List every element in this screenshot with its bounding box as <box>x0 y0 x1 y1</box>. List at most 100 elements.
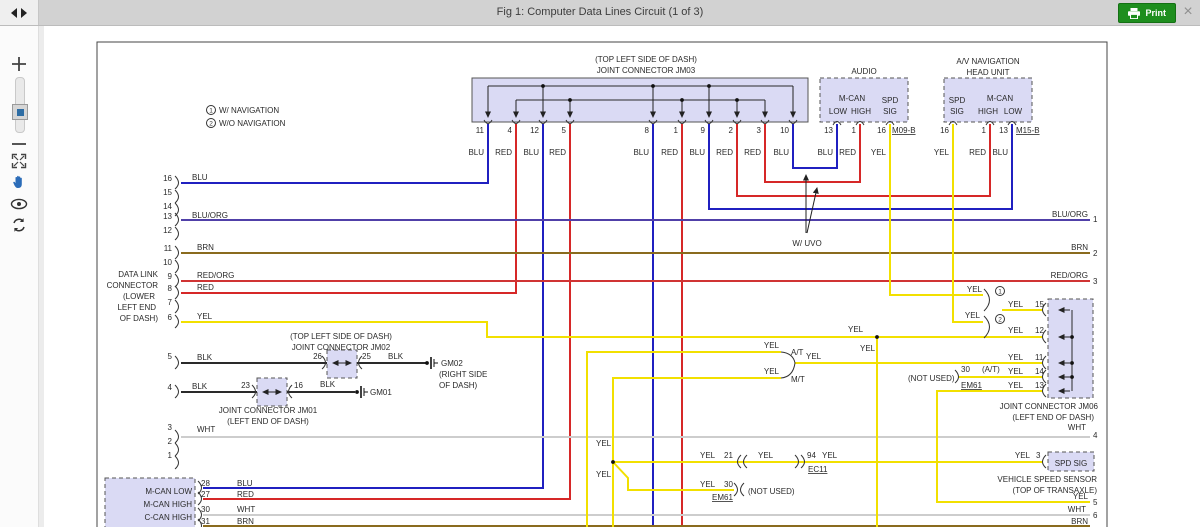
diagram-label: HIGH <box>978 107 998 116</box>
diagram-label: 16 <box>163 174 172 183</box>
option-bracket <box>983 315 990 339</box>
junction-dot <box>1070 361 1074 365</box>
pin-bracket <box>1042 329 1047 344</box>
diagram-label: BLU <box>237 479 253 488</box>
pin-bracket <box>985 121 995 126</box>
pin-bracket <box>174 245 179 260</box>
pin-bracket <box>174 355 179 370</box>
junction-dot <box>735 98 739 102</box>
diagram-label: JOINT CONNECTOR JM01 <box>219 406 318 415</box>
wire <box>181 124 489 184</box>
diagram-label: 9 <box>168 272 173 281</box>
diagram-label: (NOT USED) <box>908 374 955 383</box>
diagram-label: 5 <box>1093 498 1098 507</box>
sidebar-collapse-toggle[interactable] <box>0 0 39 25</box>
diagram-label: RED <box>969 148 986 157</box>
diagram-label: 4 <box>168 383 173 392</box>
diagram-label: YEL <box>197 312 213 321</box>
visibility-button[interactable] <box>10 195 28 213</box>
zoom-out-button[interactable] <box>10 135 28 153</box>
ground-dot <box>425 361 429 365</box>
pin-bracket <box>788 119 798 124</box>
pin-bracket <box>794 454 799 469</box>
print-button-label: Print <box>1145 8 1166 18</box>
diagram-label: BLU/ORG <box>1052 210 1088 219</box>
diagram-label: BRN <box>237 517 254 526</box>
circled-number-label: 2 <box>209 120 213 127</box>
pin-bracket <box>538 119 548 124</box>
diagram-label: BLU <box>468 148 484 157</box>
diagram-label: 3 <box>1093 277 1098 286</box>
fit-screen-button[interactable] <box>10 152 28 170</box>
diagram-label: 8 <box>645 126 650 135</box>
diagram-label: 28 <box>201 479 210 488</box>
junction-dot <box>611 460 615 464</box>
zoom-slider[interactable] <box>12 77 28 133</box>
pin-bracket <box>648 119 658 124</box>
diagram-label: 1 <box>168 451 173 460</box>
diagram-label: YEL <box>596 470 612 479</box>
connector-box <box>1047 451 1095 472</box>
pin-bracket <box>288 384 293 399</box>
diagram-label: SIG <box>950 107 964 116</box>
diagram-label: LEFT END <box>117 303 156 312</box>
refresh-icon <box>13 218 25 232</box>
diagram-label: YEL <box>848 325 864 334</box>
diagram-label: 6 <box>168 313 173 322</box>
zoom-slider-handle[interactable] <box>12 104 28 120</box>
print-button[interactable]: Print <box>1118 3 1176 23</box>
diagram-label: BRN <box>1071 517 1088 526</box>
diagram-label: 26 <box>313 352 322 361</box>
wire <box>612 377 781 527</box>
diagram-label: RED <box>661 148 678 157</box>
pin-bracket <box>174 259 179 274</box>
diagram-label: YEL <box>934 148 950 157</box>
diagram-label: M-CAN <box>839 94 865 103</box>
diagram-label: 13 <box>999 126 1008 135</box>
diagram-label: EC11 <box>808 465 828 474</box>
connector-box <box>104 477 196 527</box>
collapse-arrows-icon <box>11 7 27 18</box>
diagram-label: 94 <box>807 451 816 460</box>
diagram-label: 16 <box>294 381 303 390</box>
diagram-label: 21 <box>724 451 733 460</box>
junction-dot <box>1070 335 1074 339</box>
diagram-label: BLU/ORG <box>192 211 228 220</box>
pin-bracket <box>174 273 179 288</box>
pin-bracket <box>740 482 745 497</box>
diagram-label: YEL <box>1008 367 1024 376</box>
diagram-label: BLU <box>992 148 1008 157</box>
diagram-label: LOW <box>829 107 848 116</box>
diagram-label: BLU <box>773 148 789 157</box>
pin-bracket <box>321 355 326 370</box>
diagram-label: 30 <box>201 505 210 514</box>
diagram-label: 4 <box>1093 431 1098 440</box>
diagram-label: JOINT CONNECTOR JM06 <box>1000 402 1099 411</box>
diagram-label: RED/ORG <box>1051 271 1088 280</box>
wire <box>612 461 734 491</box>
refresh-button[interactable] <box>10 216 28 234</box>
junction-dot <box>651 84 655 88</box>
diagram-label: 2 <box>1093 249 1098 258</box>
pin-bracket <box>677 119 687 124</box>
diagram-label: YEL <box>758 451 774 460</box>
diagram-label: 11 <box>1035 353 1044 362</box>
diagram-label: 12 <box>1035 326 1044 335</box>
diagram-label: SPD SIG <box>1055 459 1087 468</box>
zoom-in-button[interactable] <box>10 55 28 73</box>
pin-bracket <box>174 226 179 241</box>
diagram-label: M-CAN <box>987 94 1013 103</box>
diagram-label: WHT <box>1068 423 1086 432</box>
pin-bracket <box>832 121 842 126</box>
pan-hand-button[interactable] <box>10 173 28 191</box>
diagram-label: OF DASH) <box>439 381 478 390</box>
diagram-label: (LEFT END OF DASH) <box>227 417 309 426</box>
diagram-label: M-CAN HIGH <box>144 500 193 509</box>
pin-bracket <box>855 121 865 126</box>
diagram-label: WHT <box>1068 505 1086 514</box>
close-button[interactable]: × <box>1183 3 1193 20</box>
pin-bracket <box>1042 369 1047 384</box>
diagram-label: CONNECTOR <box>107 281 159 290</box>
plus-icon <box>12 57 26 71</box>
